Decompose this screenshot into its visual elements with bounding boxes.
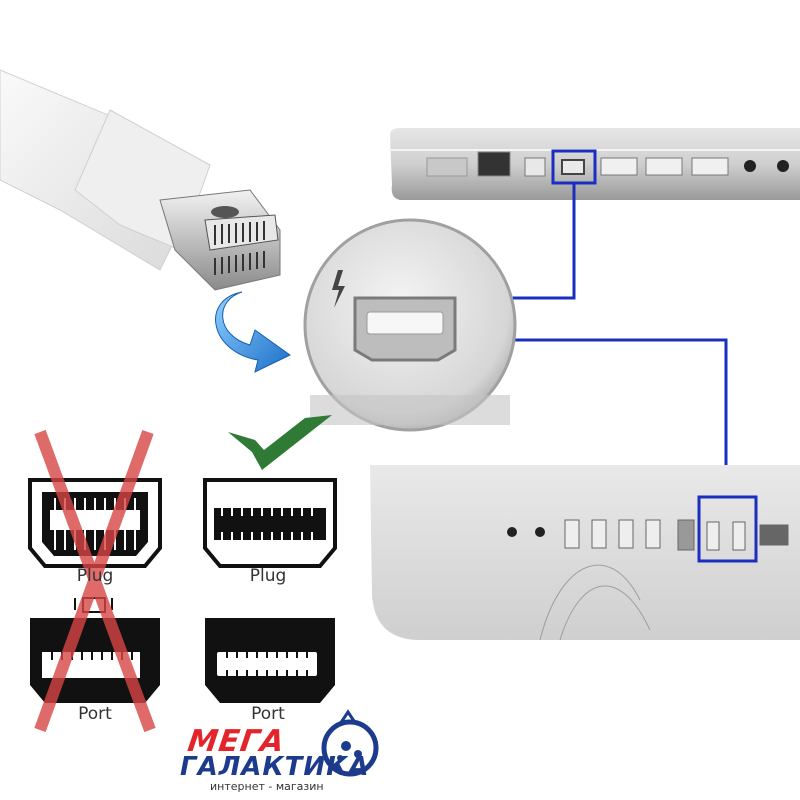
good-plug-label: Plug [249, 566, 287, 586]
brand-emblem-icon [321, 709, 379, 777]
imac-port-highlight [697, 495, 758, 563]
arrow-icon [215, 291, 291, 373]
brand-tagline: интернет - магазин [210, 780, 324, 793]
connector-line-top [498, 183, 576, 300]
mini-displayport-cable [0, 69, 281, 291]
bad-port-label: Port [78, 704, 112, 724]
bad-plug-diagram [28, 478, 162, 568]
cross-icon [34, 429, 156, 733]
good-plug-diagram [203, 478, 337, 568]
brand-name-line2: ГАЛАКТИКА [180, 752, 370, 782]
port-magnifier [303, 218, 517, 432]
good-port-label: Port [251, 704, 285, 724]
checkmark-icon [228, 415, 332, 470]
brand-logo: МЕГА ГАЛАКТИКА интернет - магазин [170, 718, 400, 798]
connector-line-bottom [500, 338, 728, 498]
thunderbolt-icon [332, 270, 345, 308]
imac-back-ports [370, 465, 800, 641]
good-port-diagram [205, 618, 335, 703]
bad-plug-label: Plug [76, 566, 114, 586]
